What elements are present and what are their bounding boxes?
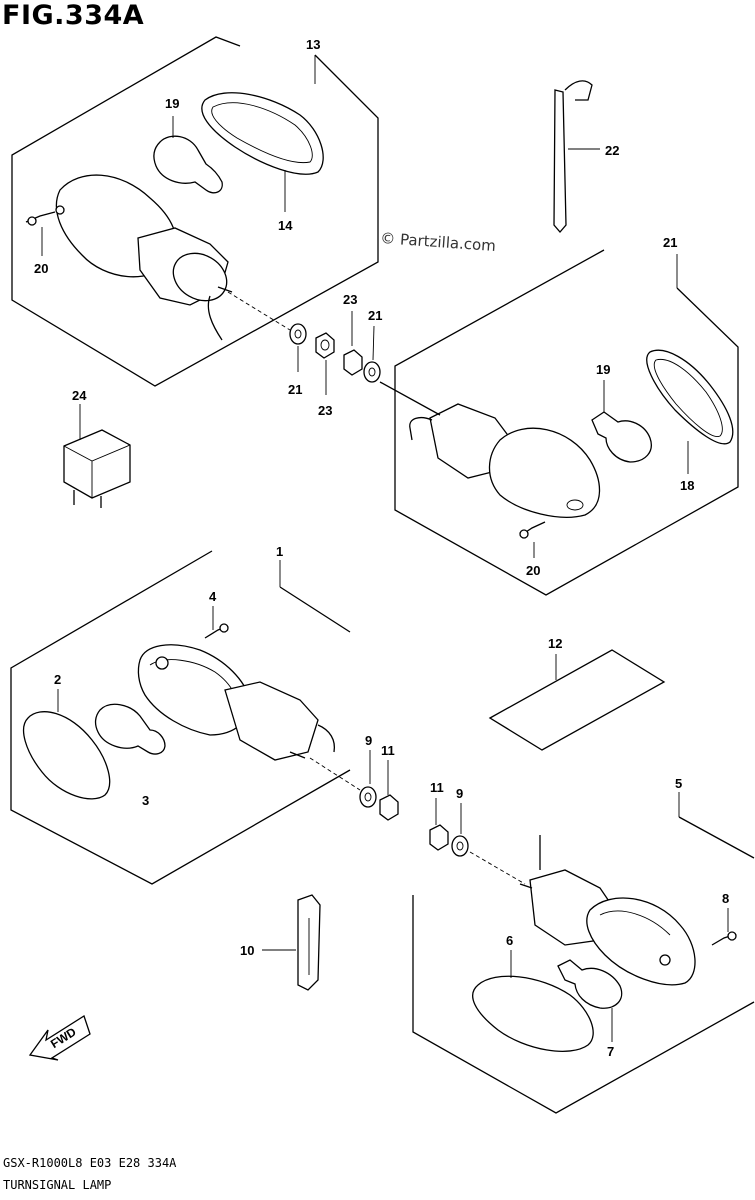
- callout-8: 8: [722, 891, 729, 906]
- part-23-nut-a: [315, 332, 335, 395]
- part-15-bulb: [153, 116, 223, 194]
- callout-22: 22: [605, 143, 619, 158]
- figure-name: TURNSIGNAL LAMP: [3, 1178, 112, 1192]
- callout-13: 13: [306, 37, 320, 52]
- part-8-screw: [711, 908, 737, 946]
- part-7-bulb: [557, 959, 623, 1042]
- assembly-17-frame: [394, 249, 739, 596]
- callout-19: 19: [596, 362, 610, 377]
- part-16-screw: [25, 211, 56, 256]
- part-23-nut-b: [343, 311, 363, 376]
- callout-3: 3: [142, 793, 149, 808]
- assembly-13-frame: [11, 36, 379, 387]
- callout-23-top: 23: [343, 292, 357, 307]
- part-12-label: [488, 649, 666, 751]
- part-13-lamp-body: [55, 174, 233, 341]
- part-5-housing: [519, 835, 696, 986]
- part-11-nut-b: [429, 798, 449, 851]
- part-20-screw: [519, 521, 546, 558]
- part-9-washer-b: [451, 803, 469, 857]
- callout-18: 18: [680, 478, 694, 493]
- part-2-lens: [22, 689, 111, 800]
- part-21-washer-b: [363, 325, 381, 383]
- callout-11-right: 11: [430, 780, 444, 795]
- callout-15: 19: [165, 96, 179, 111]
- callout-9-right: 9: [456, 786, 463, 801]
- assembly-1-frame: [10, 550, 351, 885]
- front-left-axis-line: [309, 757, 361, 791]
- part-17-lamp-body: [379, 381, 601, 518]
- part-9-washer-a: [359, 750, 377, 808]
- callout-2: 2: [54, 672, 61, 687]
- part-3-bulb: [94, 703, 166, 755]
- model-code: GSX-R1000L8 E03 E28 334A: [3, 1156, 177, 1170]
- callout-10: 10: [240, 943, 254, 958]
- part-19-bulb: [591, 380, 652, 463]
- front-right-axis-line: [469, 851, 526, 885]
- callout-12: 12: [548, 636, 562, 651]
- callout-21-top: 21: [368, 308, 382, 323]
- part-21-washer-a: [289, 323, 307, 372]
- part-24-relay: [63, 404, 131, 508]
- part-4-screw: [204, 606, 229, 639]
- callout-9-left: 9: [365, 733, 372, 748]
- callout-7: 7: [607, 1044, 614, 1059]
- figure-title: FIG.334A: [2, 0, 145, 31]
- callout-17: 21: [663, 235, 677, 250]
- callout-20: 20: [526, 563, 540, 578]
- callout-5: 5: [675, 776, 682, 791]
- callout-24: 24: [72, 388, 87, 403]
- callout-14: 14: [278, 218, 293, 233]
- part-11-nut-a: [379, 760, 399, 821]
- assembly-5-frame: [412, 792, 755, 1114]
- callout-6: 6: [506, 933, 513, 948]
- part-10-bracket: [262, 894, 321, 991]
- callout-1: 1: [276, 544, 283, 559]
- callout-21-bottom: 21: [288, 382, 302, 397]
- part-14-lens: [201, 92, 324, 212]
- part-1-housing: [137, 644, 336, 761]
- part-6-lens: [472, 950, 594, 1052]
- callout-4: 4: [209, 589, 217, 604]
- callout-11-left: 11: [381, 743, 395, 758]
- callout-23-bottom: 23: [318, 403, 332, 418]
- part-18-lens: [646, 349, 734, 474]
- callout-16: 20: [34, 261, 48, 276]
- fwd-arrow-icon: FWD: [28, 1015, 91, 1061]
- rear-axis-line: [227, 291, 291, 331]
- part-22-clamp: [553, 80, 600, 233]
